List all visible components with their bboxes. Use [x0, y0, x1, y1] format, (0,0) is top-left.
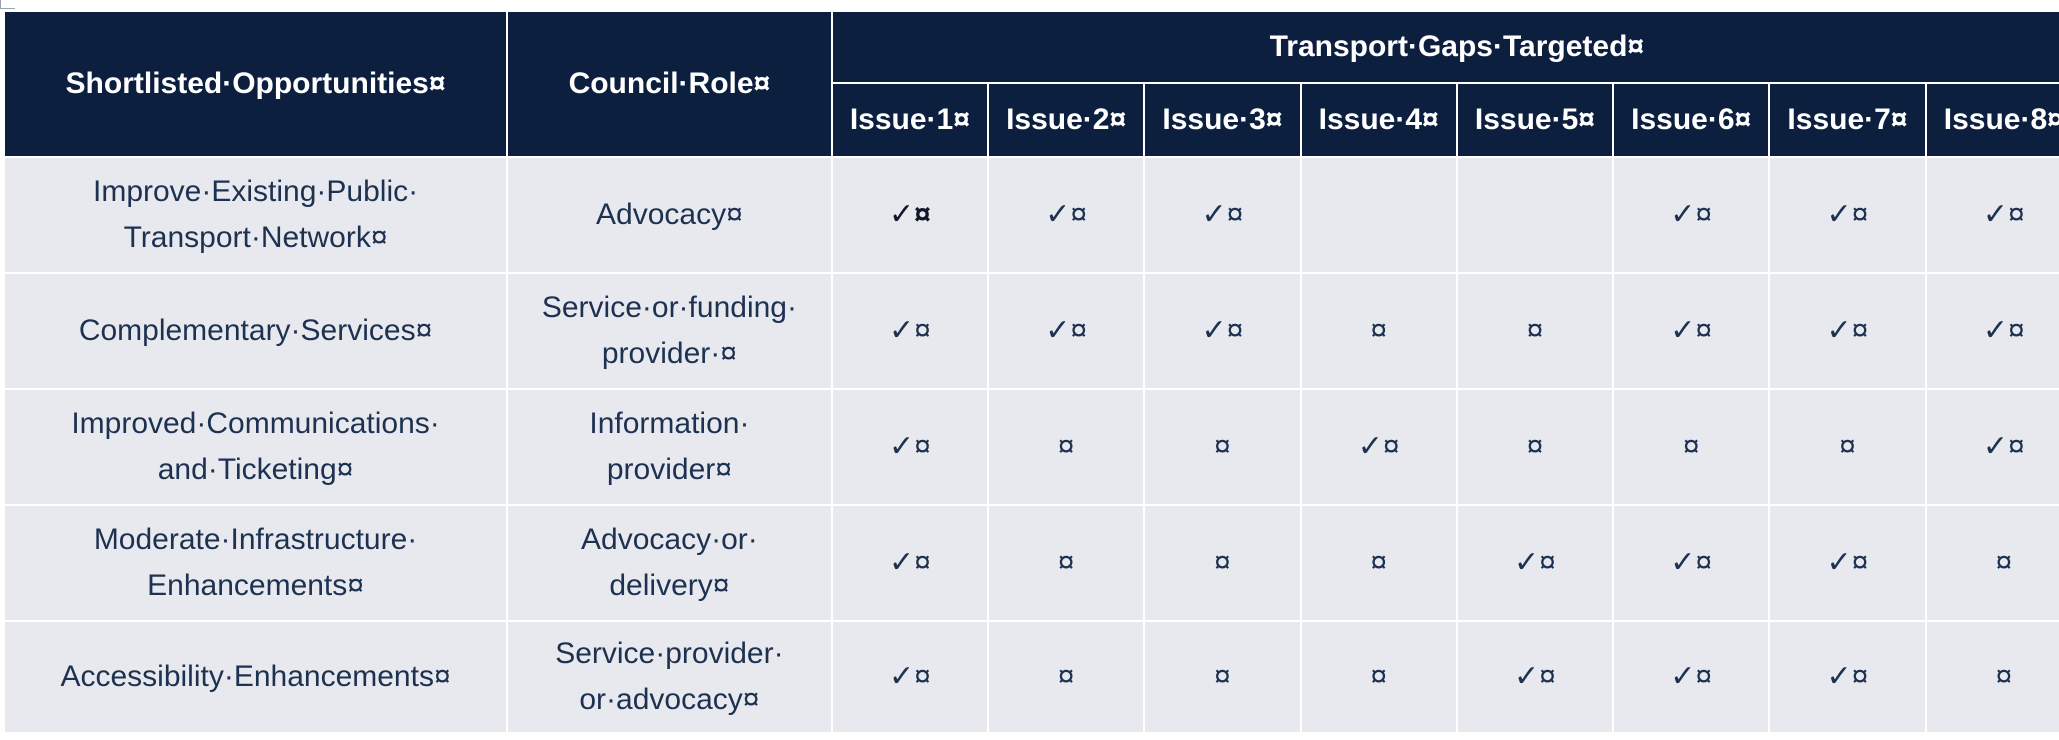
header-issue-2: Issue·2¤ [986, 82, 1146, 158]
table-row: Improved·Communications·and·Ticketing¤ I… [2, 388, 2059, 506]
council-role-cell: Advocacy¤ [506, 156, 833, 274]
header-issue-1: Issue·1¤ [830, 82, 990, 158]
issue-mark-cell: ¤ [1455, 272, 1615, 390]
issue-mark-cell: ✓¤ [830, 388, 990, 506]
issue-mark-cell: ✓¤ [1612, 156, 1771, 274]
issue-mark-cell: ✓¤ [1924, 272, 2059, 390]
issue-mark-cell: ✓¤ [1143, 156, 1302, 274]
issue-mark-cell: ✓¤ [1612, 620, 1771, 734]
opportunity-cell: Complementary·Services¤ [2, 272, 509, 390]
header-issue-4: Issue·4¤ [1299, 82, 1458, 158]
issue-mark-cell: ¤ [1924, 620, 2059, 734]
header-transport-gaps: Transport·Gaps·Targeted¤ [830, 10, 2059, 84]
issue-mark-cell: ✓¤ [830, 620, 990, 734]
opportunity-cell: Improved·Communications·and·Ticketing¤ [2, 388, 509, 506]
issue-mark-cell: ✓¤ [986, 272, 1146, 390]
issue-mark-cell: ✓¤ [1299, 388, 1458, 506]
council-role-cell: Service·or·funding·provider·¤ [506, 272, 833, 390]
issue-mark-cell: ¤ [1299, 272, 1458, 390]
council-role-cell: Service·provider·or·advocacy¤ [506, 620, 833, 734]
header-issue-5: Issue·5¤ [1455, 82, 1615, 158]
issue-mark-cell: ✓¤ [1924, 388, 2059, 506]
issue-mark-cell: ¤ [1299, 620, 1458, 734]
issue-mark-cell: ✓¤ [1768, 272, 1927, 390]
issue-mark-cell: ¤ [1299, 504, 1458, 622]
header-issue-6: Issue·6¤ [1612, 82, 1771, 158]
council-role-cell: Advocacy·or·delivery¤ [506, 504, 833, 622]
text-cursor-marker [0, 0, 15, 9]
table-row: Improve·Existing·Public·Transport·Networ… [2, 156, 2059, 274]
issue-mark-cell: ✓¤ [1612, 272, 1771, 390]
issue-mark-cell: ¤ [986, 504, 1146, 622]
issue-mark-cell: ✓¤ [1768, 620, 1927, 734]
table-row: Complementary·Services¤ Service·or·fundi… [2, 272, 2059, 390]
council-role-cell: Information·provider¤ [506, 388, 833, 506]
issue-mark-cell: ✓¤ [830, 156, 990, 274]
table-row: Moderate·Infrastructure·Enhancements¤ Ad… [2, 504, 2059, 622]
header-issue-8: Issue·8¤ [1924, 82, 2059, 158]
header-council-role: Council·Role¤ [506, 10, 833, 158]
issue-mark-cell: ✓¤ [1455, 504, 1615, 622]
issue-mark-cell: ✓¤ [1768, 504, 1927, 622]
issue-mark-cell: ¤ [986, 620, 1146, 734]
opportunity-cell: Improve·Existing·Public·Transport·Networ… [2, 156, 509, 274]
opportunity-cell: Accessibility·Enhancements¤ [2, 620, 509, 734]
opportunity-cell: Moderate·Infrastructure·Enhancements¤ [2, 504, 509, 622]
header-issue-3: Issue·3¤ [1143, 82, 1302, 158]
issue-mark-cell: ✓¤ [1768, 156, 1927, 274]
table-body: Improve·Existing·Public·Transport·Networ… [2, 156, 2059, 734]
issue-mark-cell: ✓¤ [1924, 156, 2059, 274]
issue-mark-cell: ✓¤ [1612, 504, 1771, 622]
issue-mark-cell: ¤ [1143, 388, 1302, 506]
header-row-top: Shortlisted·Opportunities¤ Council·Role¤… [2, 10, 2059, 158]
issue-mark-cell: ¤ [1143, 504, 1302, 622]
issue-mark-cell: ¤ [1612, 388, 1771, 506]
issue-mark-cell: ¤ [1455, 388, 1615, 506]
table-row: Accessibility·Enhancements¤ Service·prov… [2, 620, 2059, 734]
check-mark: ✓¤ [888, 198, 931, 231]
issue-mark-cell [1299, 156, 1458, 274]
issue-mark-cell: ✓¤ [830, 272, 990, 390]
header-opportunities: Shortlisted·Opportunities¤ [2, 10, 509, 158]
issue-mark-cell: ✓¤ [986, 156, 1146, 274]
header-issue-7: Issue·7¤ [1768, 82, 1927, 158]
issue-mark-cell: ✓¤ [830, 504, 990, 622]
issue-mark-cell: ¤ [986, 388, 1146, 506]
issue-mark-cell: ✓¤ [1143, 272, 1302, 390]
issue-mark-cell: ¤ [1143, 620, 1302, 734]
header-row-issues: Issue·1¤ Issue·2¤ Issue·3¤ Issue·4¤ Issu… [4, 82, 2059, 158]
opportunities-table: Shortlisted·Opportunities¤ Council·Role¤… [2, 10, 2059, 734]
issue-mark-cell: ¤ [1924, 504, 2059, 622]
issue-mark-cell: ✓¤ [1455, 620, 1615, 734]
issue-mark-cell: ¤ [1768, 388, 1927, 506]
issue-mark-cell [1455, 156, 1615, 274]
